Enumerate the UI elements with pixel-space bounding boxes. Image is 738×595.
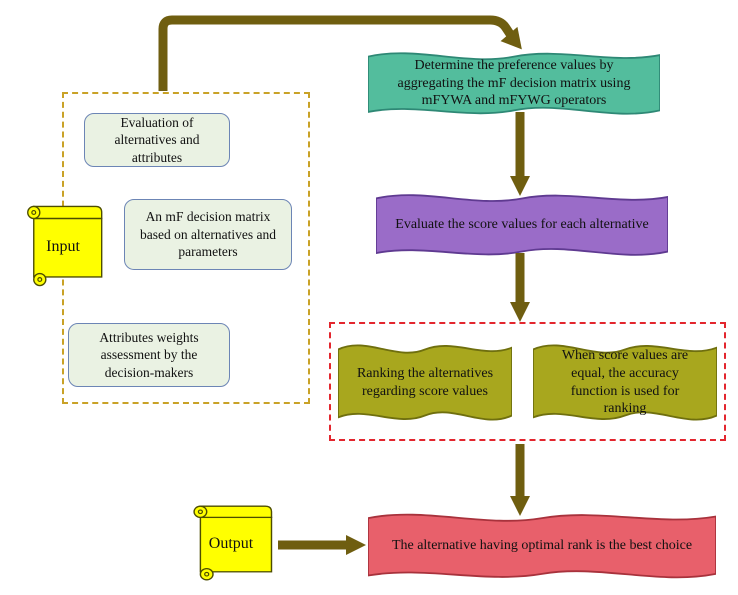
node-determine: Determine the preference values by aggre… [368,44,660,123]
node-best-choice-label: The alternative having optimal rank is t… [391,538,693,554]
scroll-shape [193,505,273,581]
node-decision-matrix-label: An mF decision matrix based on alternati… [139,209,277,260]
node-weights: Attributes weights assessment by the dec… [68,323,230,387]
node-evaluation: Evaluation of alternatives and attribute… [84,113,230,167]
node-evaluate-score: Evaluate the score values for each alter… [376,186,668,264]
node-evaluation-label: Evaluation of alternatives and attribute… [114,114,200,165]
node-ranking: Ranking the alternatives regarding score… [338,334,512,431]
arrowhead-output [346,535,366,555]
wave-shape [533,334,717,431]
wave-shape [338,334,512,431]
node-evaluate-score-label: Evaluate the score values for each alter… [395,217,649,233]
input-scroll: Input [20,203,106,289]
node-determine-label: Determine the preference values by aggre… [397,57,631,109]
wave-shape [376,186,668,264]
node-ranking-label: Ranking the alternatives regarding score… [356,365,494,399]
scroll-shape [27,205,103,287]
wave-shape [368,505,716,587]
arrowhead-ranking [510,302,530,322]
node-decision-matrix: An mF decision matrix based on alternati… [124,199,292,270]
node-accuracy-label: When score values are equal, the accurac… [561,347,689,417]
ranking-group-dashed-box [329,322,726,441]
node-accuracy: When score values are equal, the accurac… [533,334,717,431]
node-best-choice: The alternative having optimal rank is t… [368,505,716,587]
output-scroll-label: Output [208,534,254,552]
node-weights-label: Attributes weights assessment by the dec… [99,329,199,380]
input-scroll-label: Input [46,237,80,255]
output-scroll: Output [186,503,276,583]
